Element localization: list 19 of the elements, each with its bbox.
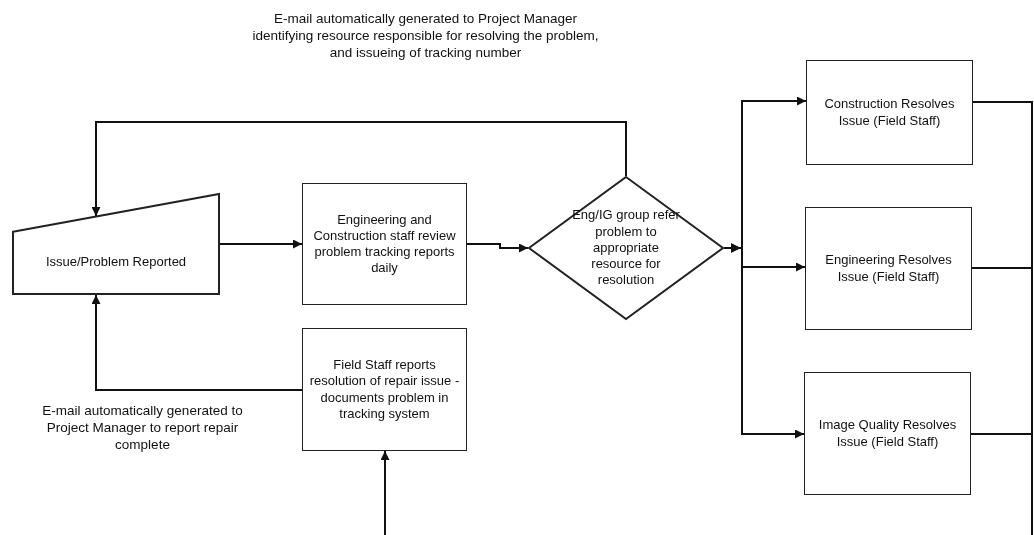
node-label: Construction Resolves Issue (Field Staff)	[823, 96, 956, 129]
process-box	[805, 207, 972, 330]
decision-diamond	[528, 176, 724, 320]
manual-input-shape	[12, 193, 220, 295]
connector-arrow	[380, 450, 390, 535]
node-label: Field Staff reports resolution of repair issue - documents problem in tracking system	[308, 357, 461, 422]
connector-arrow	[466, 243, 529, 253]
process-box	[302, 183, 467, 305]
process-box	[804, 372, 971, 495]
node-label: Engineering Resolves Issue (Field Staff)	[824, 252, 953, 285]
node-label: Eng/IG group refer problem to appropriate resource for resolution	[572, 207, 680, 289]
connector-arrow	[91, 294, 303, 391]
node-label: Image Quality Resolves Issue (Field Staff)	[817, 417, 958, 450]
connector-arrow	[219, 239, 303, 249]
process-box	[806, 60, 973, 165]
node-label: Engineering and Construction staff review problem tracking reports daily	[312, 211, 457, 277]
process-box	[302, 328, 467, 451]
node-label: Issue/Problem Reported	[45, 253, 187, 271]
connector-arrow	[91, 121, 627, 218]
